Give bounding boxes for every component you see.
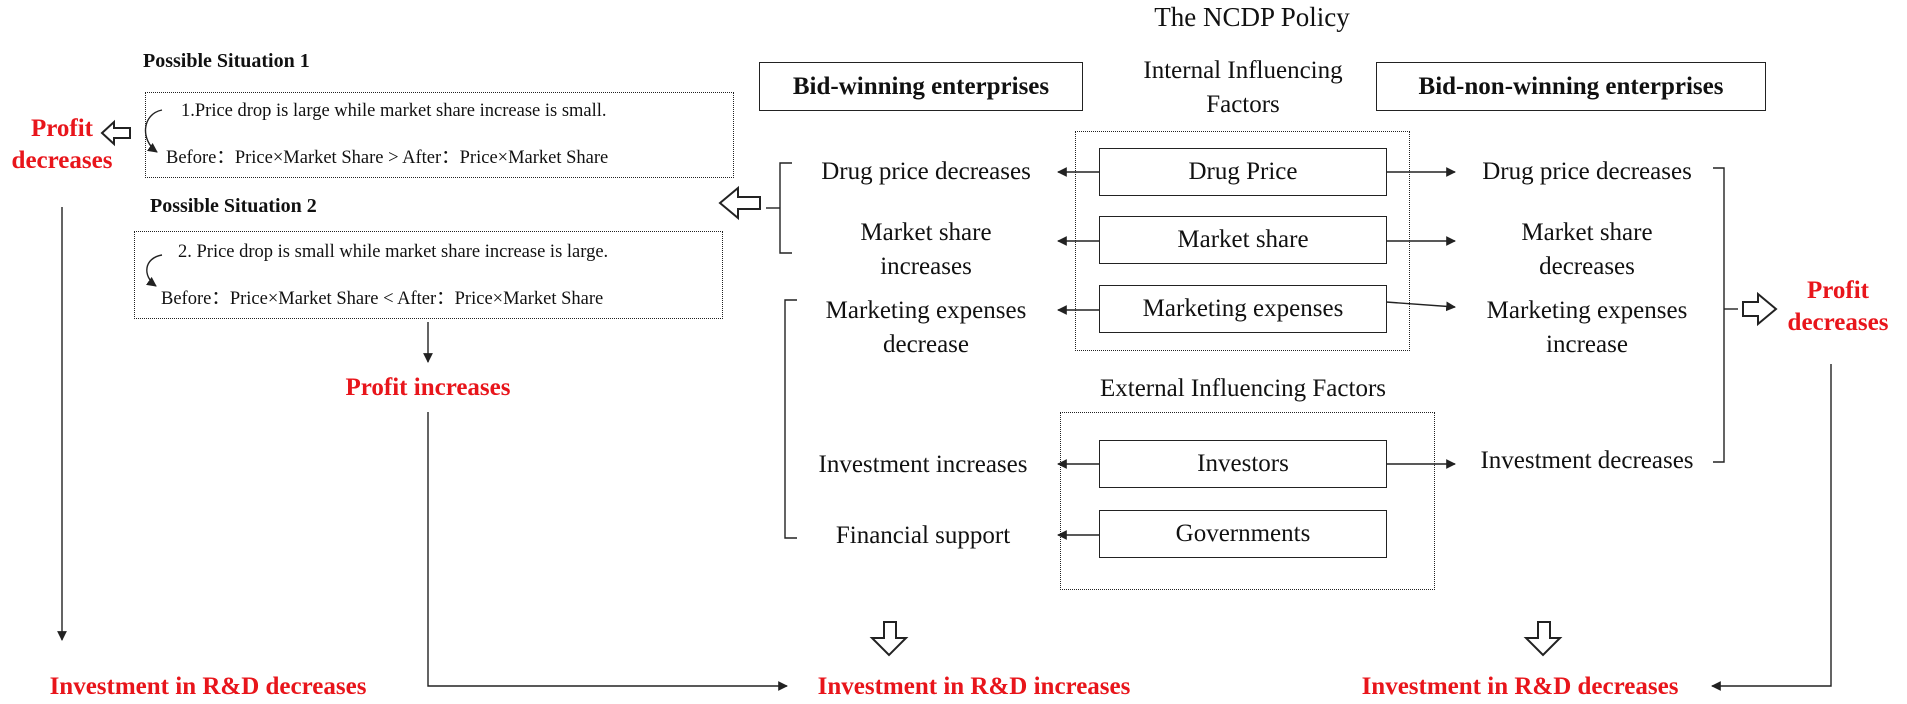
internal-factors-group (1075, 131, 1410, 351)
left-effect-marketing-line2: decrease (882, 331, 970, 358)
arrow-profit-to-rd (427, 412, 788, 691)
left-effect-marketing-line1: Marketing expenses (825, 297, 1027, 324)
factor-market-share: Market share (1099, 216, 1387, 264)
situation1-line1: 1.Price drop is large while market share… (181, 101, 607, 121)
right-effect-market-share-line1: Market share (1521, 219, 1653, 246)
right-effect-marketing-line1: Marketing expenses (1486, 297, 1688, 324)
internal-factors-label-line1: Internal Influencing (1143, 57, 1343, 84)
left-effect-marketing: Marketing expenses decrease (798, 294, 1054, 362)
left-effect-investment: Investment increases (818, 451, 1028, 478)
diagram-title: The NCDP Policy (1154, 2, 1350, 32)
situation1-line2: Before：Price×Market Share > After：Price×… (166, 148, 609, 168)
rd-decreases-right: Investment in R&D decreases (1361, 673, 1679, 700)
arrow-right-profit-to-rd (1711, 364, 1832, 691)
profit-decreases-left: Profit decreases (0, 113, 124, 177)
left-effect-market-share-line1: Market share (860, 219, 992, 246)
external-factors-label: External Influencing Factors (1099, 375, 1386, 402)
bracket-price-share (779, 162, 792, 254)
hollow-arrow-profit-right (1742, 291, 1778, 327)
situation2-heading: Possible Situation 2 (150, 195, 317, 217)
curl-arrow-2 (145, 254, 163, 287)
profit-decreases-right-line1: Profit (1806, 277, 1869, 304)
right-effect-investment: Investment decreases (1480, 447, 1694, 474)
external-factors-group (1060, 412, 1435, 590)
right-effect-market-share: Market share decreases (1456, 216, 1718, 284)
hollow-arrow-rd-middle (869, 621, 909, 657)
rd-increases-middle: Investment in R&D increases (817, 673, 1131, 700)
situation2-box: 2. Price drop is small while market shar… (134, 231, 723, 319)
left-effect-drug-price: Drug price decreases (821, 158, 1031, 185)
bid-winning-box: Bid-winning enterprises (759, 62, 1083, 111)
profit-decreases-right: Profit decreases (1770, 275, 1906, 339)
situation2-line2: Before：Price×Market Share < After：Price×… (161, 289, 604, 309)
internal-factors-label-line2: Factors (1206, 91, 1280, 118)
bracket-marketing-financial (784, 299, 797, 539)
arrow-marketing-right (1385, 301, 1456, 312)
profit-decreases-left-line1: Profit (30, 115, 93, 142)
bid-non-winning-box: Bid-non-winning enterprises (1376, 62, 1766, 111)
factor-drug-price: Drug Price (1099, 148, 1387, 196)
hollow-arrow-profit-left (100, 119, 131, 147)
rd-decreases-left: Investment in R&D decreases (49, 673, 367, 700)
situation1-heading: Possible Situation 1 (143, 50, 310, 72)
right-effect-marketing: Marketing expenses increase (1456, 294, 1718, 362)
bracket-right (1713, 167, 1725, 463)
left-effect-market-share-line2: increases (880, 253, 972, 280)
left-effect-financial: Financial support (835, 522, 1011, 549)
factor-investors: Investors (1099, 440, 1387, 488)
left-effect-market-share: Market share increases (798, 216, 1054, 284)
situation2-line1: 2. Price drop is small while market shar… (178, 242, 609, 262)
right-effect-drug-price: Drug price decreases (1482, 158, 1692, 185)
profit-decreases-left-line2: decreases (11, 147, 113, 174)
internal-factors-label: Internal Influencing Factors (1105, 54, 1381, 122)
profit-decreases-right-line2: decreases (1787, 309, 1889, 336)
profit-increases: Profit increases (345, 374, 511, 401)
right-effect-marketing-line2: increase (1546, 331, 1628, 358)
hollow-arrow-to-situations (718, 185, 761, 221)
factor-marketing-expenses: Marketing expenses (1099, 285, 1387, 333)
right-effect-market-share-line2: decreases (1539, 253, 1635, 280)
hollow-arrow-rd-right (1523, 621, 1563, 657)
factor-governments: Governments (1099, 510, 1387, 558)
situation1-box: 1.Price drop is large while market share… (145, 92, 734, 178)
